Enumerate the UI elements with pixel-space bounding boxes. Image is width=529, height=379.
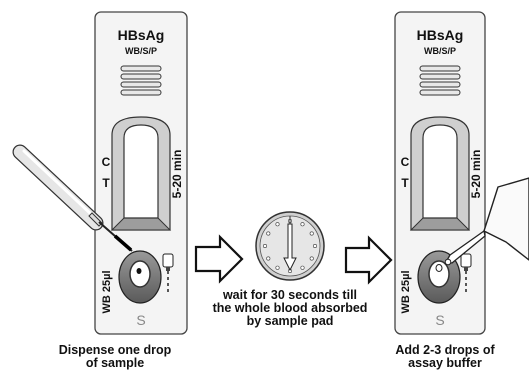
clock-tick: [266, 256, 271, 261]
step-arrow-1-icon: [194, 234, 244, 284]
test-line-label: T: [102, 176, 110, 190]
sample-well-label: S: [435, 312, 444, 328]
step2-caption-line1: Add 2-3 drops of: [395, 343, 495, 357]
clock-tick: [262, 244, 267, 249]
sample-volume-label: WB 25µl: [101, 270, 113, 313]
control-line-label: C: [401, 155, 410, 169]
buffer-bottle-icon: [444, 177, 529, 266]
clock-tick: [266, 231, 271, 236]
step2-caption: Add 2-3 drops of assay buffer: [370, 344, 520, 370]
wait-caption-line2: the whole blood absorbed: [212, 301, 368, 315]
step1-caption-line1: Dispense one drop: [58, 343, 172, 357]
pipette-icon: [12, 144, 133, 252]
clock-tick: [309, 256, 314, 261]
clock-tick: [300, 222, 305, 227]
clock-tick: [309, 231, 314, 236]
step2-caption-line2: assay buffer: [408, 356, 482, 370]
drop-indicator-icon: [460, 253, 472, 292]
grip-lines: [120, 65, 162, 96]
grip-lines: [419, 65, 461, 96]
cassette-title: HBsAg: [417, 27, 464, 43]
read-time-label: 5-20 min: [469, 150, 483, 199]
wait-caption-line1: wait for 30 seconds till: [222, 288, 358, 302]
step1-caption: Dispense one drop of sample: [40, 344, 190, 370]
cassette-subtitle: WB/S/P: [125, 46, 157, 56]
sample-volume-label: WB 25µl: [400, 270, 412, 313]
clock-tick: [312, 244, 317, 249]
left-test-cassette: HBsAg WB/S/P C T 5-20 min WB 25µl S: [94, 11, 188, 335]
step-arrow-2-icon: [344, 235, 393, 285]
read-time-label: 5-20 min: [170, 150, 184, 199]
step1-caption-line2: of sample: [85, 356, 145, 370]
clock-tick: [275, 222, 280, 227]
clock-tick: [300, 265, 305, 270]
drop-indicator-icon: [162, 253, 174, 292]
test-line-label: T: [401, 176, 409, 190]
right-test-cassette: HBsAg WB/S/P C T 5-20 min WB 25µl S: [394, 11, 486, 335]
control-line-label: C: [102, 155, 111, 169]
cassette-subtitle: WB/S/P: [424, 46, 456, 56]
clock-tick: [275, 265, 280, 270]
wait-caption-line3: by sample pad: [246, 314, 334, 328]
timer-clock-icon: [255, 211, 325, 281]
cassette-title: HBsAg: [118, 27, 165, 43]
sample-well-label: S: [136, 312, 145, 328]
wait-caption: wait for 30 seconds till the whole blood…: [205, 289, 375, 328]
